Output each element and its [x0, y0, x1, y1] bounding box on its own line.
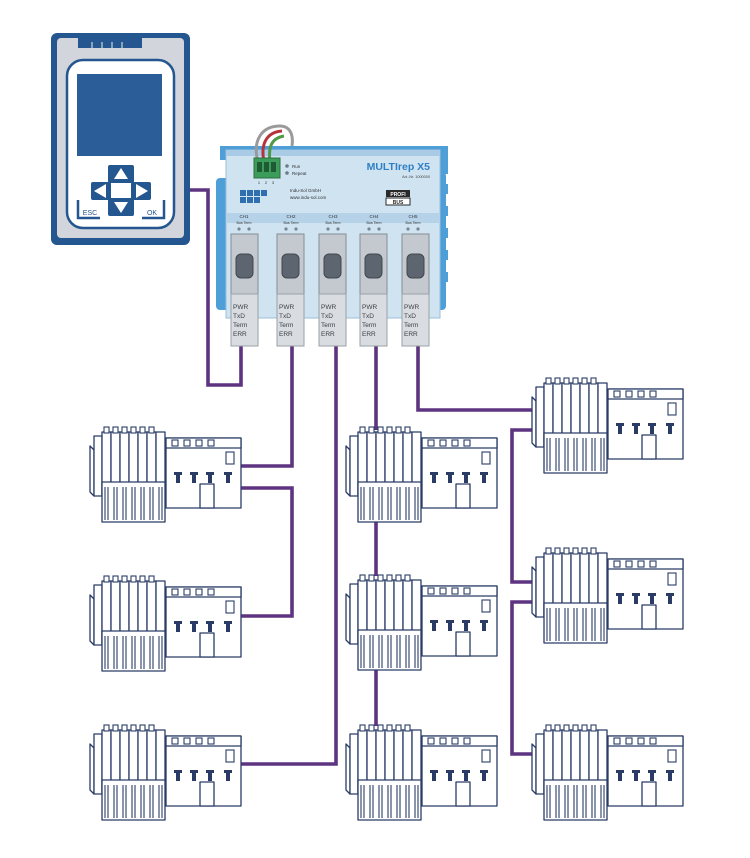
io-station-left-2 [89, 575, 242, 672]
led-label-ch2-term: Term [279, 322, 293, 329]
cable-ch5-to-right-column [416, 345, 536, 412]
led-label-ch1-term: Term [233, 322, 247, 329]
cable-panel-to-ch1 [190, 188, 243, 387]
channel-status-ch2: Bus Term [283, 221, 298, 225]
dsub-port-ch5[interactable] [401, 233, 430, 347]
led-label-ch5-term: Term [404, 322, 418, 329]
dsub-port-ch2[interactable] [276, 233, 305, 347]
led-label-ch3-txd: TxD [321, 313, 333, 320]
channel-status-ch5: Bus Term [405, 221, 420, 225]
arrow-left-icon [94, 184, 106, 198]
led-label-ch3-err: ERR [321, 331, 335, 338]
led-label-ch5-err: ERR [404, 331, 418, 338]
led-label-ch3-pwr: PWR [321, 304, 336, 311]
channel-label-ch5: CH5 [408, 214, 417, 219]
repeat-led [285, 171, 289, 175]
profibus-badge-top: PROFI [390, 192, 406, 198]
led-label-ch2-txd: TxD [279, 313, 291, 320]
run-led [285, 164, 289, 168]
cable-ch3-to-left-station-3 [233, 345, 338, 766]
article-number: Art.-Nr. 1000000 [402, 175, 430, 179]
channel-status-ch4: Bus Term [366, 221, 381, 225]
esc-button[interactable]: ESC [83, 210, 97, 217]
io-station-left-1 [89, 426, 242, 523]
repeat-led-label: Repeat [292, 171, 307, 176]
channel-headers: CH1 CH2 CH3 CH4 CH5 Bus Term Bus Term Bu… [236, 214, 420, 225]
io-station-right-1 [531, 377, 684, 474]
cable-left-station-1-to-2 [233, 486, 294, 618]
panel-screen [77, 74, 162, 156]
channel-status-ch3: Bus Term [325, 221, 340, 225]
channel-led-labels: PWR TxD Term ERR PWR TxD Term ERR PWR Tx… [233, 304, 419, 338]
hmi-operator-panel: ESC OK [51, 33, 190, 245]
ok-button[interactable]: OK [147, 210, 157, 217]
terminal-pin-2: 2 [265, 180, 268, 185]
terminal-pin-3: 3 [272, 180, 275, 185]
company-website: www.indu-sol.com [290, 195, 327, 200]
terminal-pin-1: 1 [258, 180, 261, 185]
cable-right-station-2-to-3 [510, 600, 536, 756]
run-led-label: Run [292, 164, 301, 169]
cable-ch2-to-left-stations [233, 345, 294, 468]
led-label-ch4-term: Term [362, 322, 376, 329]
io-station-right-2 [531, 547, 684, 644]
io-stations [89, 377, 684, 821]
dsub-port-ch1[interactable] [230, 233, 259, 347]
multirep-x5-device: 1 2 3 Run Repeat MULTIrep X5 Art.-Nr. 10… [216, 124, 448, 347]
arrow-right-icon [136, 184, 148, 198]
arrow-up-icon [114, 168, 128, 179]
led-label-ch4-txd: TxD [362, 313, 374, 320]
led-label-ch1-err: ERR [233, 331, 247, 338]
profibus-cables [190, 188, 536, 766]
channel-status-ch1: Bus Term [236, 221, 251, 225]
led-label-ch2-pwr: PWR [279, 304, 294, 311]
led-label-ch5-pwr: PWR [404, 304, 419, 311]
led-label-ch2-err: ERR [279, 331, 293, 338]
led-label-ch3-term: Term [321, 322, 335, 329]
led-label-ch4-pwr: PWR [362, 304, 377, 311]
channel-label-ch1: CH1 [239, 214, 248, 219]
profibus-badge-bottom: BUS [393, 200, 404, 206]
led-label-ch4-err: ERR [362, 331, 376, 338]
led-label-ch1-txd: TxD [233, 313, 245, 320]
channel-label-ch2: CH2 [286, 214, 295, 219]
led-label-ch5-txd: TxD [404, 313, 416, 320]
led-label-ch1-pwr: PWR [233, 304, 248, 311]
cable-right-station-1-to-2 [510, 428, 536, 584]
dsub-port-ch3[interactable] [318, 233, 347, 347]
dsub-port-ch4[interactable] [359, 233, 388, 347]
io-station-right-3 [531, 724, 684, 821]
profibus-badge: PROFI BUS [385, 190, 411, 206]
channel-label-ch3: CH3 [328, 214, 337, 219]
io-station-middle-1 [345, 426, 498, 523]
io-station-middle-2 [345, 574, 498, 671]
company-name: Indu-Sol GmbH [290, 188, 321, 193]
device-title: MULTIrep X5 [367, 161, 431, 173]
channel-label-ch4: CH4 [369, 214, 378, 219]
io-station-left-3 [89, 724, 242, 821]
io-station-middle-3 [345, 724, 498, 821]
arrow-down-icon [114, 202, 128, 213]
indu-sol-logo [240, 190, 267, 203]
